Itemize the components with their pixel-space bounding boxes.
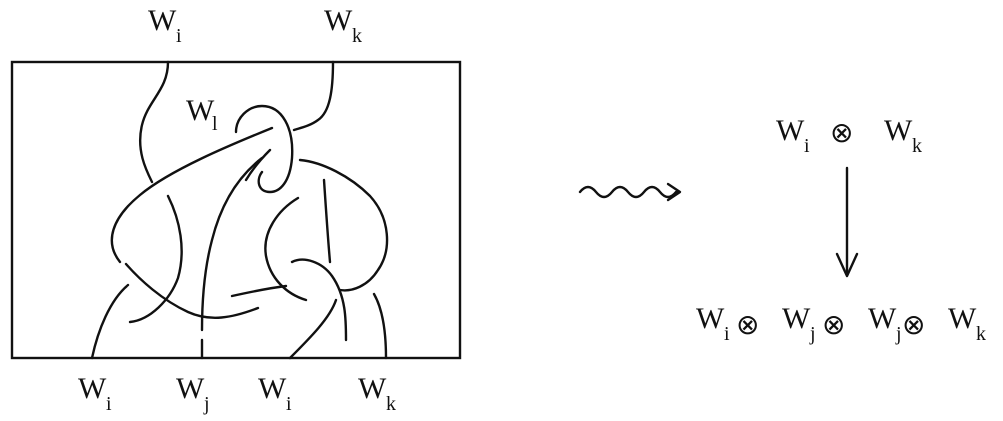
svg-text:W: W: [358, 372, 387, 405]
tangle-top-label-wk: W k: [324, 4, 362, 47]
svg-text:W: W: [176, 372, 205, 405]
svg-text:W: W: [776, 114, 805, 147]
svg-text:⊗: ⊗: [822, 308, 845, 341]
strand-wl-tail: [244, 148, 272, 182]
strand-left-lobe: [128, 194, 183, 324]
strand-wi-bottom-left: [90, 283, 130, 360]
svg-text:⊗: ⊗: [902, 308, 925, 341]
svg-text:W: W: [884, 114, 913, 147]
svg-text:W: W: [258, 372, 287, 405]
svg-text:W: W: [782, 302, 811, 335]
svg-text:i: i: [176, 25, 182, 47]
tangle-bottom-label-wk: W k: [358, 372, 396, 415]
strand-wi-top: [138, 60, 170, 184]
svg-text:i: i: [106, 393, 112, 415]
tangle-top-label-wi: W i: [148, 4, 182, 47]
tangle-frame: [10, 60, 462, 360]
tangle-bottom-label-wi-1: W i: [78, 372, 112, 415]
strand-right-inner-hook: [290, 258, 348, 342]
svg-text:k: k: [912, 135, 922, 157]
strand-wk-bottom: [372, 292, 388, 360]
svg-text:k: k: [976, 323, 986, 345]
strand-diagonal-upper: [110, 126, 274, 264]
tangle-bottom-label-wi-2: W i: [258, 372, 292, 415]
svg-text:W: W: [78, 372, 107, 405]
morphism-source: W i ⊗ W k: [776, 114, 922, 157]
svg-text:j: j: [203, 393, 210, 415]
svg-text:i: i: [286, 393, 292, 415]
svg-text:j: j: [895, 323, 902, 345]
squiggle-arrow-icon: [578, 182, 682, 202]
strand-bottom-arc: [230, 284, 288, 298]
svg-text:W: W: [148, 4, 177, 37]
svg-text:W: W: [324, 4, 353, 37]
svg-text:W: W: [948, 302, 977, 335]
morphism-target: W i ⊗ W j ⊗ W j ⊗ W k: [696, 302, 986, 345]
strand-right-lobe-inner: [264, 196, 308, 302]
strand-wk-top: [292, 60, 335, 132]
svg-text:W: W: [696, 302, 725, 335]
svg-text:i: i: [724, 323, 730, 345]
strand-left-crossing: [124, 262, 260, 319]
strand-wl-loop: [234, 104, 294, 194]
strand-right-vertical: [322, 178, 332, 264]
down-arrow-icon: [835, 166, 859, 278]
svg-text:l: l: [212, 113, 218, 135]
svg-text:W: W: [868, 302, 897, 335]
svg-text:i: i: [804, 135, 810, 157]
svg-text:j: j: [809, 323, 816, 345]
svg-text:⊗: ⊗: [736, 308, 759, 341]
strand-diagonal-mid: [200, 156, 264, 332]
tangle-strands: [90, 60, 389, 360]
svg-text:k: k: [386, 393, 396, 415]
svg-text:W: W: [186, 94, 215, 127]
strand-right-lobe-outer: [298, 158, 389, 292]
svg-text:⊗: ⊗: [830, 116, 853, 149]
svg-text:k: k: [352, 25, 362, 47]
tangle-inner-label-wl: W l: [186, 94, 218, 135]
strand-wi-bottom-right: [288, 298, 338, 360]
tangle-bottom-label-wj: W j: [176, 372, 210, 415]
